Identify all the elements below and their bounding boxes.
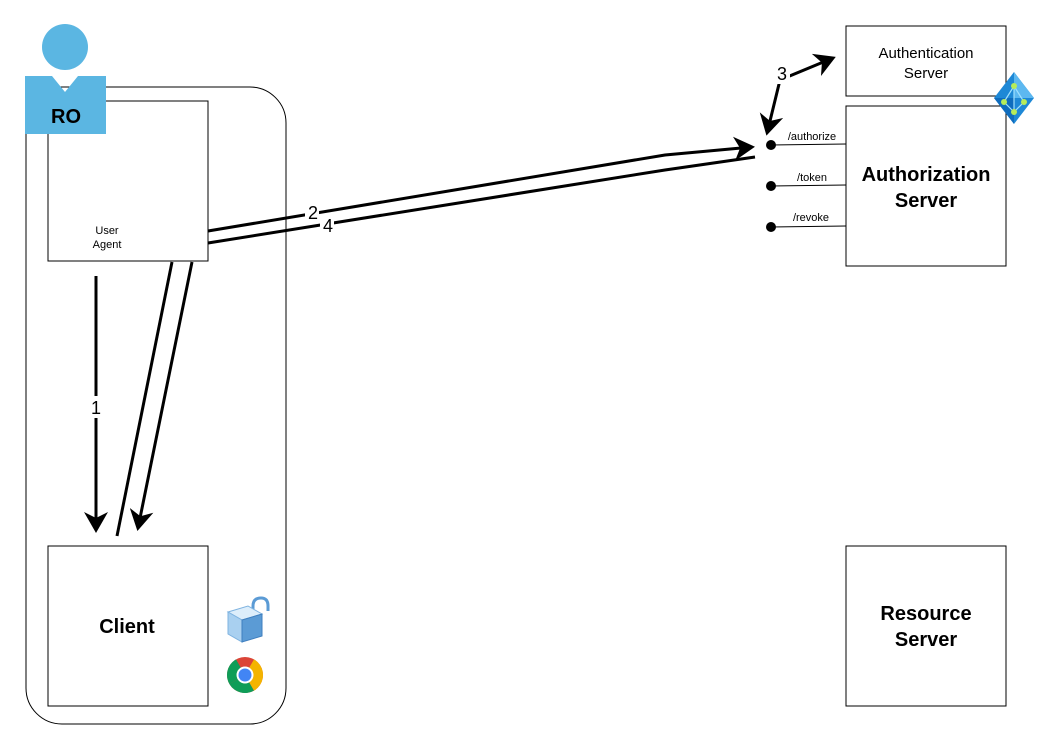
step-3-label: 3 [777, 64, 787, 84]
endpoint-token: /token [766, 172, 847, 191]
actor-body [25, 76, 106, 134]
resource-owner-icon: RO [25, 24, 106, 134]
open-lock-icon [226, 596, 270, 643]
return-arrow-client [129, 261, 194, 531]
flow-arrow-2 [207, 136, 755, 233]
user-agent-label-line2: Agent [93, 239, 122, 251]
return-line-client [115, 261, 174, 537]
endpoint-revoke-label: /revoke [793, 212, 829, 224]
step-2-label: 2 [308, 203, 318, 223]
flow-line-4 [207, 155, 756, 245]
chrome-icon [226, 657, 263, 694]
user-agent-label-line1: User [95, 225, 119, 237]
azure-ad-icon [994, 72, 1034, 124]
actor-label: RO [51, 106, 81, 128]
actor-head [42, 24, 88, 70]
step-1-label: 1 [91, 398, 101, 418]
endpoint-token-label: /token [797, 172, 827, 184]
authentication-server-label-line1: Authentication [878, 45, 973, 62]
endpoint-authorize: /authorize [766, 131, 847, 150]
resource-server-label-line1: Resource [880, 603, 971, 625]
resource-server-label-line2: Server [895, 629, 957, 651]
client-box [47, 545, 209, 707]
endpoint-revoke: /revoke [766, 212, 847, 232]
authorization-server-label-line2: Server [895, 190, 957, 212]
authentication-server-box [845, 25, 1007, 97]
resource-server-box [845, 545, 1007, 707]
authentication-server-label-line2: Server [904, 65, 948, 82]
endpoint-authorize-label: /authorize [788, 131, 836, 143]
authorization-server-label-line1: Authorization [862, 164, 991, 186]
step-4-label: 4 [323, 216, 333, 236]
authorization-server-box [845, 105, 1007, 267]
client-label: Client [99, 616, 155, 638]
